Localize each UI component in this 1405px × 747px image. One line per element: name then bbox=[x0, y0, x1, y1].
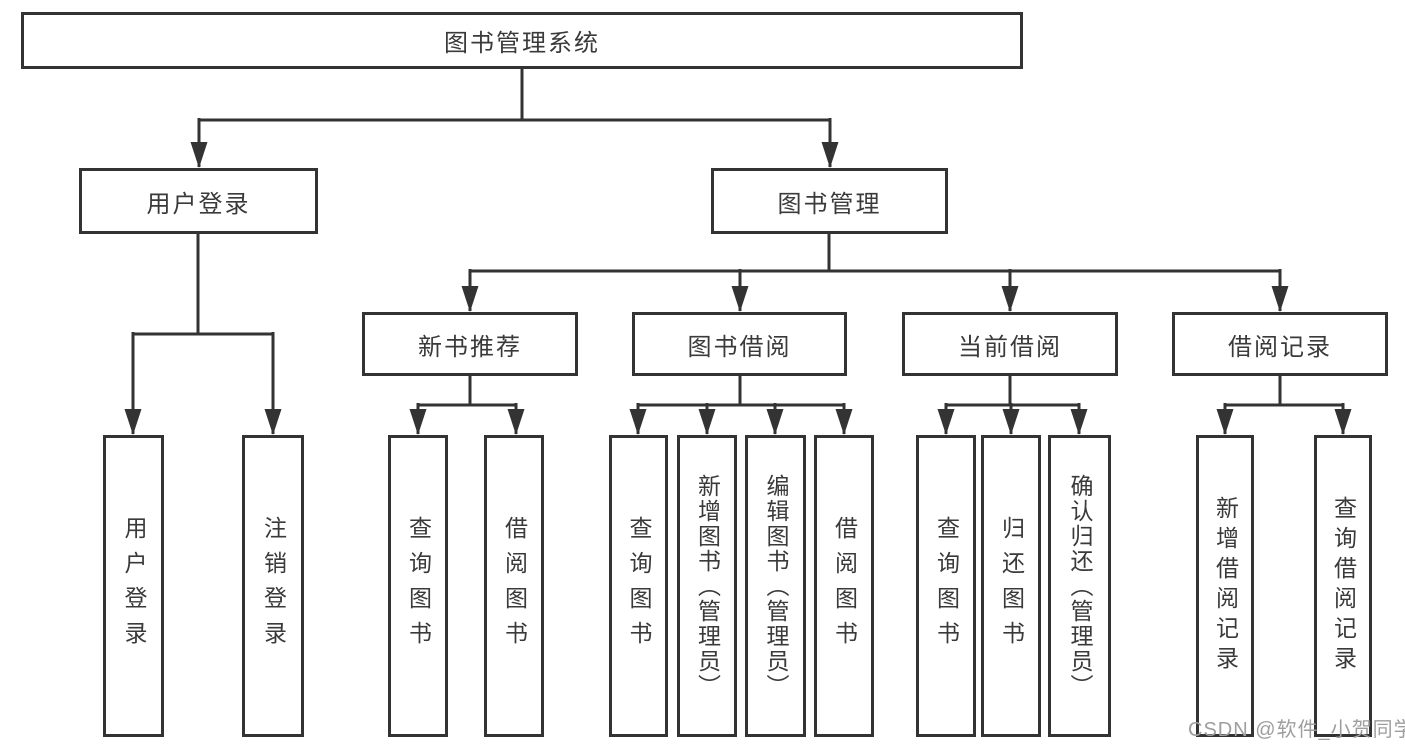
leaf-label: 查询借阅记录 bbox=[1330, 496, 1357, 676]
node-current-borrow: 当前借阅 bbox=[902, 312, 1118, 376]
leaf-user-login: 用户登录 bbox=[103, 435, 164, 737]
leaf-label: 查询图书 bbox=[626, 516, 652, 656]
node-user-login: 用户登录 bbox=[79, 168, 318, 234]
leaf-confirm-return-admin: 确认归还（管理员） bbox=[1048, 435, 1111, 737]
leaf-add-books-admin: 新增图书（管理员） bbox=[677, 435, 737, 737]
csdn-watermark: CSDN @软件_小贺同学 bbox=[1188, 719, 1405, 741]
leaf-label: 查询图书 bbox=[933, 516, 960, 656]
node-book-borrow: 图书借阅 bbox=[632, 312, 847, 376]
leaf-edit-books-admin: 编辑图书（管理员） bbox=[745, 435, 806, 737]
leaf-label: 编辑图书（管理员） bbox=[763, 473, 789, 699]
leaf-borrow-books: 借阅图书 bbox=[814, 435, 874, 737]
node-new-book-recommend: 新书推荐 bbox=[362, 312, 578, 376]
leaf-label: 归还图书 bbox=[998, 516, 1025, 656]
leaf-label: 借阅图书 bbox=[501, 516, 528, 656]
leaf-query-books-current: 查询图书 bbox=[916, 435, 976, 737]
leaf-label: 新增图书（管理员） bbox=[694, 473, 721, 699]
leaf-label: 用户登录 bbox=[121, 516, 147, 656]
leaf-query-borrow-record: 查询借阅记录 bbox=[1314, 435, 1372, 737]
leaf-query-books-recommend: 查询图书 bbox=[388, 435, 448, 737]
leaf-add-borrow-record: 新增借阅记录 bbox=[1196, 435, 1254, 737]
leaf-logout: 注销登录 bbox=[242, 435, 304, 737]
node-library-management-system: 图书管理系统 bbox=[21, 12, 1023, 69]
leaf-label: 查询图书 bbox=[405, 516, 432, 656]
node-borrow-records: 借阅记录 bbox=[1172, 312, 1388, 376]
leaf-label: 借阅图书 bbox=[831, 516, 858, 656]
leaf-borrow-books-recommend: 借阅图书 bbox=[484, 435, 544, 737]
leaf-label: 确认归还（管理员） bbox=[1067, 473, 1093, 699]
leaf-query-books-borrow: 查询图书 bbox=[609, 435, 668, 737]
node-book-management: 图书管理 bbox=[711, 168, 948, 234]
leaf-label: 注销登录 bbox=[260, 516, 287, 656]
leaf-return-books: 归还图书 bbox=[981, 435, 1041, 737]
leaf-label: 新增借阅记录 bbox=[1212, 496, 1239, 676]
